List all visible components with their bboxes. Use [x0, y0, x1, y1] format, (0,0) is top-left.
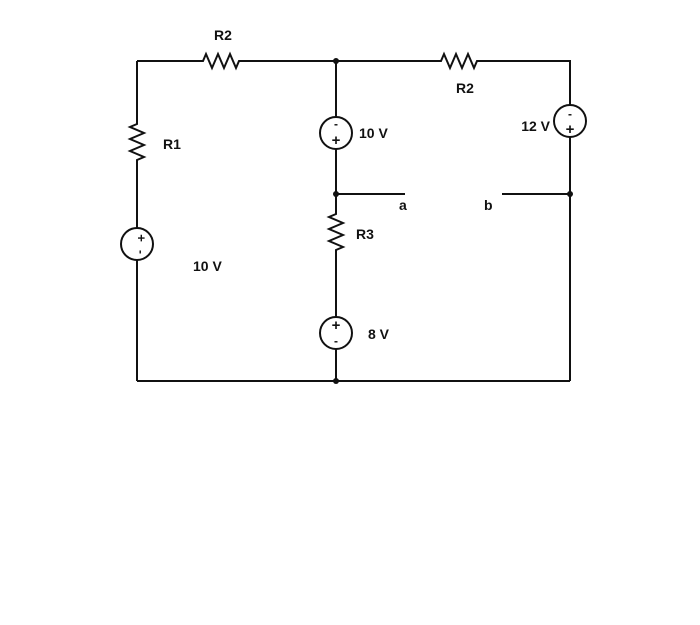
terminal-b-label: b: [484, 197, 493, 213]
top-wire: [137, 51, 571, 105]
bottom-source-minus-sign: -: [334, 334, 338, 348]
left-voltage-label: 10 V: [193, 258, 222, 274]
r1-label: R1: [163, 136, 181, 152]
junction-dot-b: [567, 191, 573, 197]
left-wire: [127, 61, 147, 228]
r3-label: R3: [356, 226, 374, 242]
right-source-minus-sign: -: [568, 107, 572, 121]
middle-wire-r3: [326, 149, 346, 317]
bottom-source-plus-sign: +: [332, 317, 341, 334]
r2-top-left-label: R2: [214, 27, 232, 43]
junction-dot-top: [333, 58, 339, 64]
middle-voltage-label: 10 V: [359, 125, 388, 141]
middle-source-plus-sign: +: [332, 132, 341, 149]
right-12v-source-icon: [553, 104, 587, 138]
middle-source-minus-sign: -: [334, 117, 338, 131]
left-source-minus-sign: -: [134, 250, 148, 254]
left-source-plus-sign: +: [134, 234, 149, 242]
right-voltage-label: 12 V: [521, 118, 550, 134]
right-source-plus-sign: +: [566, 121, 575, 138]
terminal-a-label: a: [399, 197, 407, 213]
junction-dot-bottom: [333, 378, 339, 384]
middle-10v-source-icon: [319, 116, 353, 150]
junction-dot-a: [333, 191, 339, 197]
r2-top-right-label: R2: [456, 80, 474, 96]
bottom-8v-source-icon: [319, 316, 353, 350]
left-10v-source-icon: [120, 227, 154, 261]
bottom-voltage-label: 8 V: [368, 326, 390, 342]
